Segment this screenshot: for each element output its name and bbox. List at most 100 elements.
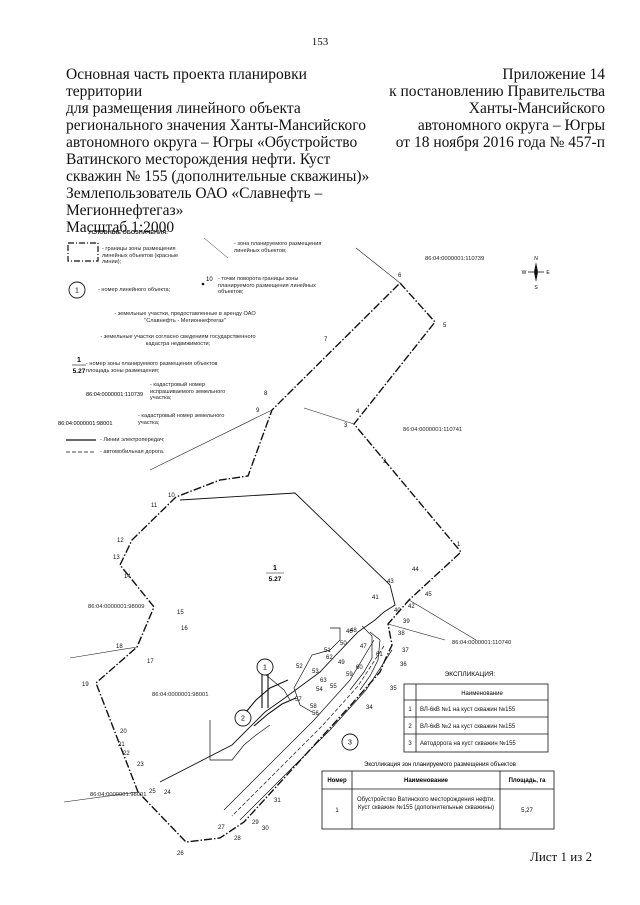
- point-label: 40: [394, 608, 401, 614]
- explication-rows: 1 ВЛ-6кВ №1 на куст скважин №155 2 ВЛ-6к…: [408, 706, 516, 747]
- zone-explication-table: [321, 770, 555, 830]
- parcel-label: 86:04:0000001:110739: [425, 256, 484, 262]
- legend-object-circle-text: 1: [75, 288, 79, 295]
- zone-explication-row-num: 1: [335, 808, 339, 814]
- legend-cadastre-info: - земельные участки согласно сведениям г…: [100, 334, 256, 347]
- document-title: Основная часть проекта планировки террит…: [66, 66, 386, 236]
- explication-table: [403, 683, 549, 753]
- title-line: регионального значения Ханты-Мансийского: [66, 117, 366, 134]
- point-label: 62: [326, 655, 333, 661]
- point-label: 24: [164, 790, 171, 796]
- compass-n: N: [534, 256, 538, 262]
- point-label: 47: [360, 644, 367, 650]
- facility-outline: [349, 625, 373, 691]
- facility-outline: [359, 631, 381, 691]
- parcel-label: 86:04:0000001:98001: [90, 792, 146, 798]
- turn-points: 1 2 3 4 5 6 7 8 9 10 11 12 13 14 15 16 1…: [82, 273, 461, 857]
- title-line: Землепользователь ОАО «Славнефть –: [66, 185, 323, 202]
- point-label: 5: [443, 323, 447, 329]
- legend-zone-number: - номер зоны планируемого размещения объ…: [86, 361, 218, 374]
- point-label: 2: [383, 459, 387, 465]
- object-markers: 1 2 3: [234, 658, 359, 751]
- zone-area-label: 5.27: [269, 576, 282, 583]
- power-line-1: [245, 679, 289, 713]
- point-label: 55: [330, 684, 337, 690]
- point-label: 34: [366, 705, 373, 711]
- point-label: 28: [234, 836, 241, 842]
- object-marker-2-label: 2: [241, 716, 245, 723]
- point-label: 44: [412, 567, 419, 573]
- facility-outline: [293, 627, 341, 713]
- road-edge: [223, 639, 375, 811]
- point-label: 56: [312, 711, 319, 717]
- legend-object-number: - номер линейного объекта;: [98, 287, 171, 293]
- parcel-lines: [63, 247, 477, 803]
- legend-samples: 1 10 1 5.27 86:04:0000001:110739 86:04:0…: [58, 237, 229, 453]
- point-label: 23: [137, 762, 144, 768]
- point-label: 22: [123, 751, 130, 757]
- point-label: 59: [346, 672, 353, 678]
- point-label: 41: [372, 595, 379, 601]
- legend-turn-point: - точки поворота границы зоны планируемо…: [218, 276, 316, 296]
- parcel-line: [408, 599, 477, 641]
- legend-zone-sample-num: 1: [77, 357, 81, 364]
- zone-number-label: 1: [273, 565, 277, 572]
- scale-line: Масштаб 1:2000: [66, 219, 175, 236]
- parcel-label: 86:04:0000001:98001: [152, 692, 208, 698]
- zone-explication-heading: Экспликация зон планируемого размещения …: [364, 762, 516, 768]
- zone-explication-col-num: Номер: [327, 778, 347, 784]
- parcel-line: [69, 646, 138, 659]
- parcel-label: 86:04:0000001:110741: [403, 427, 462, 433]
- point-label: 29: [252, 820, 259, 826]
- point-label: 27: [218, 825, 225, 831]
- road-edge: [231, 645, 385, 817]
- legend-requested: - кадастровый номер испрашиваемого земел…: [150, 382, 226, 402]
- zone-explication-row-name: Обустройство Ватинского месторождения не…: [357, 797, 495, 811]
- legend-heading: УСЛОВНЫЕ ОБОЗНАЧЕНИЯ:: [88, 230, 168, 236]
- point-label: 15: [177, 610, 184, 616]
- point-label: 57: [295, 697, 302, 703]
- point-label: 48: [350, 628, 357, 634]
- facility-outline: [209, 720, 271, 761]
- point-label: 25: [149, 789, 156, 795]
- explication-row-num: 1: [408, 707, 412, 713]
- legend-power-lines: - Линии электропередач;: [100, 437, 165, 443]
- object-marker-3: [341, 733, 359, 751]
- point-label: 13: [113, 555, 120, 561]
- compass-rose-icon: N S W E: [522, 256, 551, 291]
- point-label: 50: [340, 641, 347, 647]
- explication-row-num: 3: [408, 741, 412, 747]
- parcel-label: 86:04:0000001:110740: [452, 640, 511, 646]
- legend-red-line-sample: [67, 242, 99, 262]
- title-line: Основная часть проекта планировки террит…: [66, 66, 307, 100]
- point-label: 12: [117, 538, 124, 544]
- point-label: 7: [324, 337, 328, 343]
- legend-zone-sample-area: 5.27: [73, 368, 86, 375]
- point-label: 43: [387, 579, 394, 585]
- parcel-line: [387, 623, 446, 641]
- legend-object-circle-sample: [68, 281, 86, 299]
- legend-zone-hatch-sample: [203, 237, 229, 259]
- compass-e: E: [546, 270, 550, 276]
- power-line-2: [253, 697, 297, 727]
- explication-row-name: ВЛ-6кВ №1 на куст скважин №155: [420, 706, 516, 713]
- object-marker-1: [256, 658, 274, 676]
- point-label: 38: [398, 631, 405, 637]
- title-line: автономного округа – Югры «Обустройство: [66, 134, 358, 151]
- explication-heading: ЭКСПЛИКАЦИЯ:: [445, 671, 496, 678]
- legend-leased-land: - земельные участки, предоставленные в а…: [114, 311, 256, 324]
- point-label: 19: [82, 682, 89, 688]
- point-label: 16: [181, 626, 188, 632]
- point-label: 35: [390, 686, 397, 692]
- point-label: 6: [398, 273, 402, 279]
- sheet-label: Лист 1 из 2: [530, 849, 593, 864]
- point-label: 1: [457, 542, 461, 548]
- compass-s: S: [534, 285, 538, 291]
- point-label: 30: [262, 826, 269, 832]
- legend-roads: - автомобильная дорога.: [100, 449, 165, 455]
- point-label: 11: [151, 503, 158, 509]
- zone-explication-col-name: Наименование: [404, 778, 449, 784]
- point-label: 42: [408, 604, 415, 610]
- zone-inner-boundary: [159, 492, 396, 783]
